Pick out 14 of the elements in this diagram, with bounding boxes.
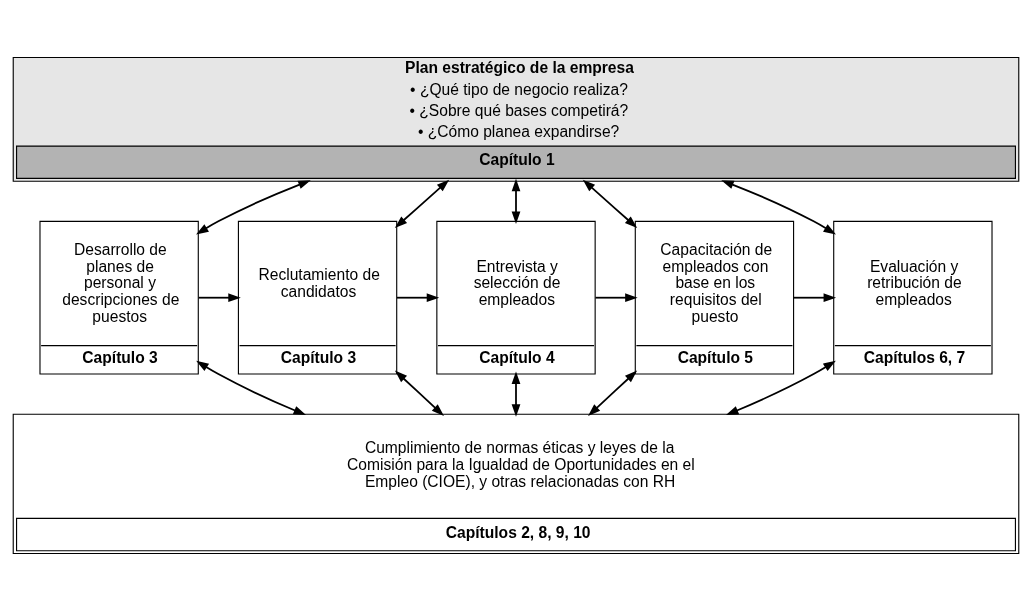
arrow	[793, 293, 837, 303]
arrow	[196, 360, 307, 416]
arrow	[721, 180, 836, 235]
arrow	[725, 360, 836, 416]
arrow	[511, 371, 521, 417]
arrow	[196, 180, 311, 235]
arrow	[394, 179, 450, 228]
arrow	[511, 178, 521, 224]
arrow	[396, 293, 440, 303]
arrow	[197, 293, 241, 303]
arrow	[594, 293, 638, 303]
arrow	[394, 370, 444, 416]
arrow	[582, 179, 638, 228]
arrow	[588, 370, 638, 416]
